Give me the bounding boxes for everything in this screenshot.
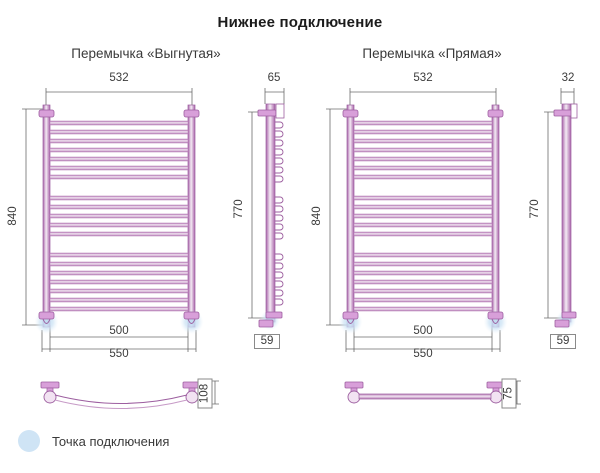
dim-840-right [326, 108, 350, 326]
front-view-left [22, 88, 204, 352]
dim-label-770-right: 770 [529, 199, 541, 219]
dim-label-532-right: 532 [413, 72, 433, 84]
top-fitting-right [487, 109, 504, 118]
dim-label-75: 75 [501, 378, 517, 409]
front-view-right [326, 88, 508, 352]
bridge-fitting-left [344, 381, 364, 389]
side-rail-hooks [275, 121, 284, 306]
side-top-bracket [570, 103, 578, 119]
bridge-ball-right [489, 390, 503, 404]
side-bottom-elbow [258, 319, 274, 328]
side-view-right [544, 88, 578, 330]
side-top-fitting [553, 109, 573, 117]
side-bottom-elbow [554, 319, 570, 328]
left-post [346, 104, 355, 328]
side-view-left [248, 88, 285, 330]
right-post [187, 104, 196, 328]
dim-770-left [248, 111, 266, 319]
bottom-fitting-left [38, 311, 55, 320]
dim-label-550-right: 550 [413, 348, 433, 360]
bridge-fitting-left [40, 381, 60, 389]
bottom-fitting-left [342, 311, 359, 320]
rail-group-2-right [353, 195, 493, 237]
bridge-view-left [40, 380, 219, 410]
side-top-bracket [275, 103, 285, 119]
side-bottom-fitting [561, 311, 577, 319]
bridge-view-right [344, 380, 521, 405]
rail-group-2-left [49, 195, 189, 237]
dim-532-left [45, 88, 193, 108]
side-tube [561, 103, 572, 323]
bottom-elbow-left [42, 318, 51, 324]
page-title: Нижнее подключение [217, 14, 383, 31]
dim-770-right [544, 111, 562, 319]
right-post [491, 104, 500, 328]
top-fitting-left [342, 109, 359, 118]
top-fitting-left [38, 109, 55, 118]
side-tube [265, 103, 276, 323]
top-fitting-right [183, 109, 200, 118]
dim-label-840-left: 840 [7, 206, 19, 226]
rail-group-3-left [49, 252, 189, 312]
bridge-ball-left [43, 390, 57, 404]
dim-32 [560, 88, 575, 104]
left-post [42, 104, 51, 328]
rail-group-1-left [49, 120, 189, 180]
dim-label-59-left: 59 [254, 334, 280, 349]
dim-840-left [22, 108, 46, 326]
dim-label-500-right: 500 [413, 325, 433, 337]
dim-label-500-left: 500 [109, 325, 129, 337]
rail-group-1-right [353, 120, 493, 180]
dim-label-532-left: 532 [109, 72, 129, 84]
dim-label-32: 32 [561, 72, 575, 84]
dim-label-59-right: 59 [550, 334, 576, 349]
legend-label: Точка подключения [52, 433, 170, 449]
variant-subtitle-left: Перемычка «Выгнутая» [71, 46, 221, 61]
straight-bridge-bar [358, 393, 492, 400]
side-bottom-fitting [265, 311, 283, 319]
curved-bridge-bottom-edge [54, 399, 188, 410]
legend: Точка подключения [18, 430, 169, 452]
dim-label-770-left: 770 [233, 199, 245, 219]
bridge-ball-left [347, 390, 361, 404]
bottom-elbow-right [491, 318, 500, 324]
side-top-fitting [257, 109, 277, 117]
bottom-fitting-right [487, 311, 504, 320]
dim-label-550-left: 550 [109, 348, 129, 360]
bottom-elbow-right [187, 318, 196, 324]
dim-label-840-right: 840 [311, 206, 323, 226]
curved-bridge-top-edge [54, 394, 188, 405]
dim-532-right [349, 88, 497, 108]
connection-point-swatch-icon [18, 430, 40, 452]
dim-label-65: 65 [267, 72, 281, 84]
rail-group-3-right [353, 252, 493, 312]
dim-65 [264, 88, 285, 104]
bridge-ball-right [185, 390, 199, 404]
bottom-fitting-right [183, 311, 200, 320]
variant-subtitle-right: Перемычка «Прямая» [362, 46, 502, 61]
dim-label-108: 108 [197, 378, 213, 409]
bottom-elbow-left [346, 318, 355, 324]
